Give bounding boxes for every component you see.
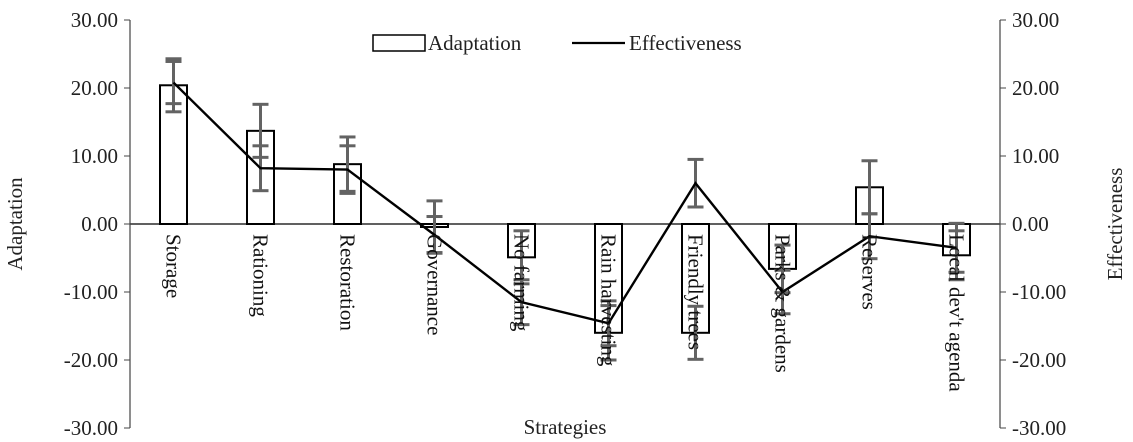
y-tick-label: 30.00 (71, 8, 118, 32)
y-tick-label: -20.00 (64, 348, 118, 372)
y2-tick-label: 20.00 (1012, 76, 1059, 100)
y-axis-title: Adaptation (3, 177, 27, 271)
category-labels: Storage Rationing Restoration Governance No … (162, 234, 969, 392)
y2-tick-label: -30.00 (1012, 416, 1066, 440)
category-label: Local dev't agenda (945, 234, 969, 392)
category-label: Reserves (858, 234, 882, 310)
line-effectiveness (172, 81, 957, 325)
y-tick-label: 0.00 (81, 212, 118, 236)
y2-tick-label: -20.00 (1012, 348, 1066, 372)
y2-tick-label: -10.00 (1012, 280, 1066, 304)
bars-layer (159, 84, 971, 334)
category-label: Parks & gardens (771, 234, 795, 373)
y-tick-label: -10.00 (64, 280, 118, 304)
legend: Adaptation Effectiveness (372, 31, 742, 55)
error-bars-layer (165, 57, 965, 362)
y2-axis-title: Effectiveness (1103, 168, 1127, 281)
y2-tick-label: 10.00 (1012, 144, 1059, 168)
y2-tick-label: 30.00 (1012, 8, 1059, 32)
line-layer (172, 81, 957, 325)
category-label: Rationing (249, 234, 273, 317)
category-label: Restoration (336, 234, 360, 331)
category-label: No farming (510, 234, 534, 332)
y-tick-label: -30.00 (64, 416, 118, 440)
y-tick-label: 20.00 (71, 76, 118, 100)
axes-layer: 30.00 30.00 20.00 20.00 10.00 10.00 0.00 0.00 -1… (64, 8, 1067, 440)
y2-tick-label: 0.00 (1012, 212, 1049, 236)
category-label: Governance (423, 234, 447, 335)
category-label: Rain harvesting (597, 234, 621, 367)
category-label: Friendly trees (684, 234, 708, 350)
x-axis-title: Strategies (524, 415, 607, 439)
legend-label-adaptation: Adaptation (428, 31, 522, 55)
y-tick-label: 10.00 (71, 144, 118, 168)
legend-swatch-adaptation (372, 34, 426, 52)
category-label: Storage (162, 234, 186, 298)
legend-label-effectiveness: Effectiveness (629, 31, 742, 55)
